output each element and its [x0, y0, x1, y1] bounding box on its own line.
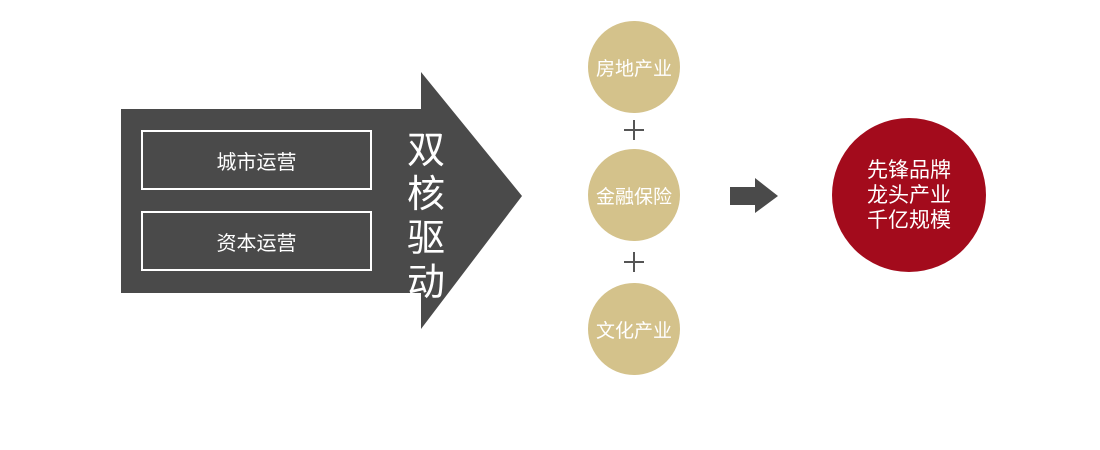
- industry-circle-finance: 金融保险: [588, 149, 680, 241]
- driver-box-city: 城市运营: [141, 130, 372, 190]
- outcome-circle: 先锋品牌 龙头产业 千亿规模: [832, 118, 986, 272]
- arrow-label: 双核驱动: [406, 128, 445, 304]
- outcome-line-industry: 龙头产业: [867, 182, 951, 207]
- plus-icon: [624, 252, 644, 272]
- industry-circle-real-estate: 房地产业: [588, 21, 680, 113]
- big-arrow-shape: [121, 72, 522, 329]
- industry-label-finance: 金融保险: [595, 185, 672, 208]
- outcome-line-scale: 千亿规模: [867, 207, 951, 232]
- outcome-line-brand: 先锋品牌: [867, 157, 951, 182]
- driver-label-city: 城市运营: [216, 149, 297, 174]
- industry-label-culture: 文化产业: [595, 319, 672, 342]
- driver-label-capital: 资本运营: [216, 230, 297, 255]
- industry-circle-culture: 文化产业: [588, 283, 680, 375]
- driver-box-capital: 资本运营: [141, 211, 372, 271]
- plus-icon: [624, 120, 644, 140]
- industry-label-real-estate: 房地产业: [595, 57, 672, 80]
- small-arrow-icon: [730, 178, 778, 213]
